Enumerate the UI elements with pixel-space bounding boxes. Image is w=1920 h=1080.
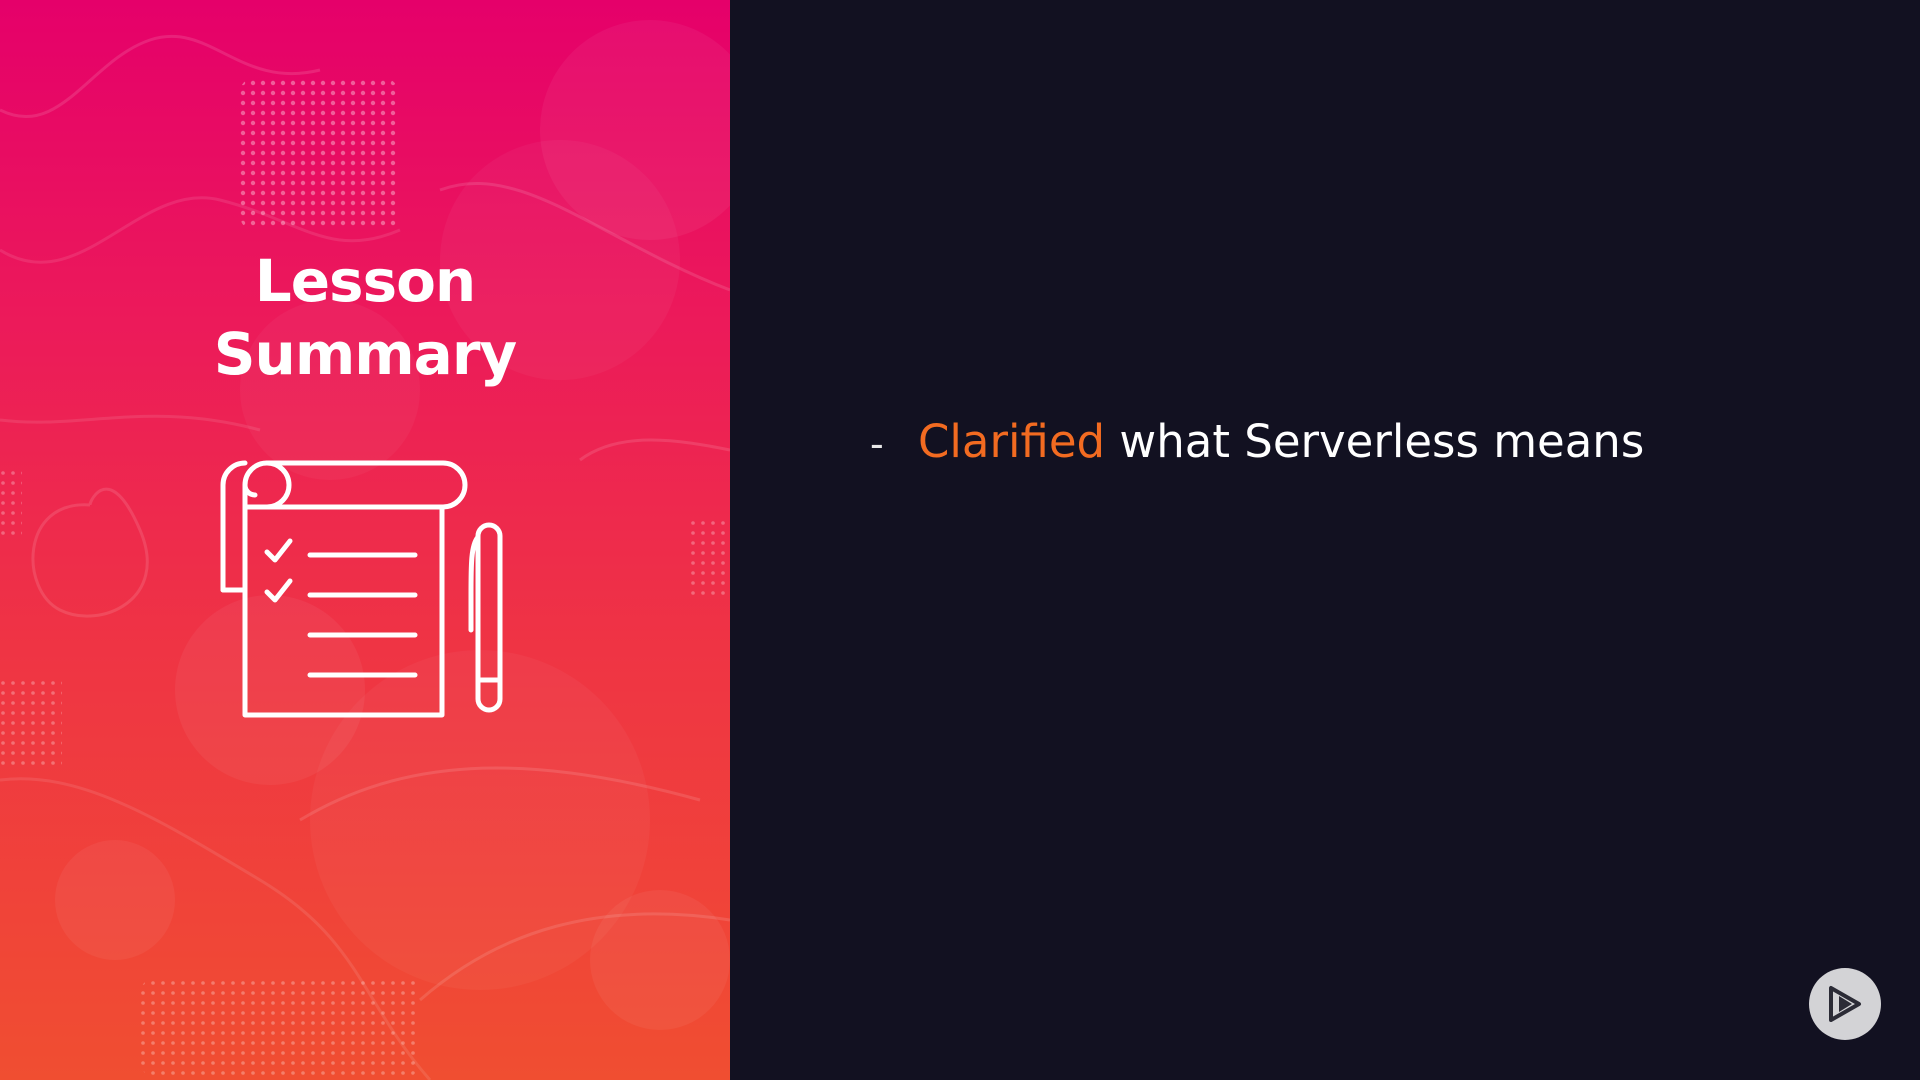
checklist-notepad-pen-icon xyxy=(220,460,503,718)
bullet-item: -Clarified what Serverless means xyxy=(870,412,1644,474)
background-pattern xyxy=(0,20,730,1080)
content-panel: -Clarified what Serverless means xyxy=(730,0,1920,1080)
title-panel: Lesson Summary xyxy=(0,0,730,1080)
pluralsight-play-icon xyxy=(1829,986,1861,1022)
bullet-highlight: Clarified xyxy=(918,415,1106,468)
slide-title-line2: Summary xyxy=(213,320,517,388)
bullet-text: what Serverless means xyxy=(1105,415,1645,468)
bullet-marker: - xyxy=(870,422,884,466)
slide-title-line1: Lesson xyxy=(254,247,476,315)
pluralsight-logo xyxy=(1809,968,1881,1040)
